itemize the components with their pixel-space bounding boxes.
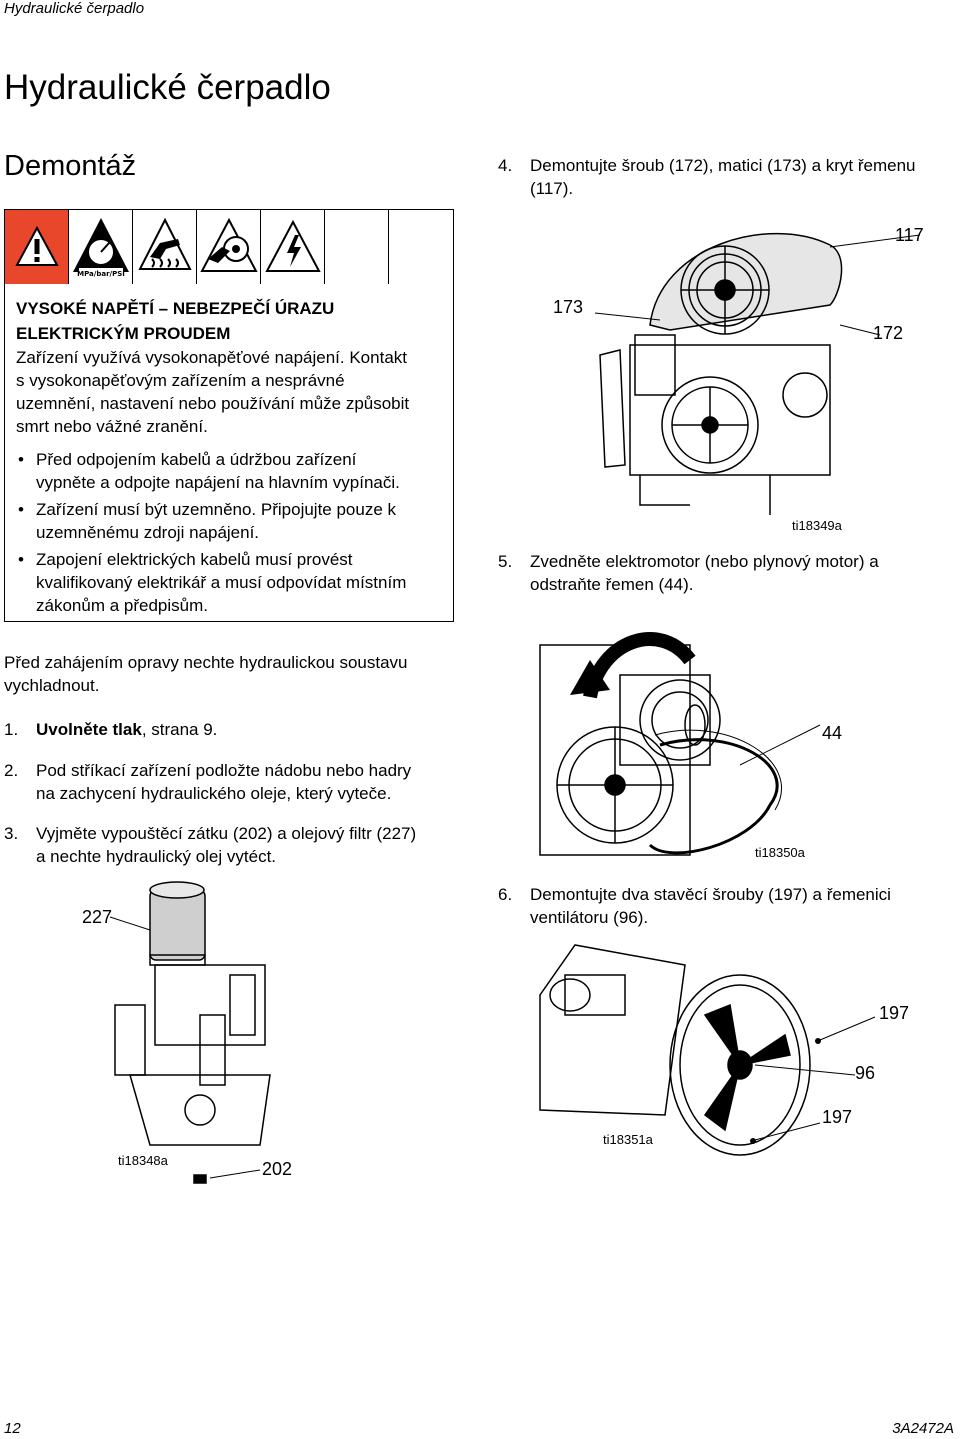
step-5: 5. Zvedněte elektromotor (nebo plynový m…: [498, 552, 879, 594]
section-title: Demontáž: [4, 150, 137, 182]
list-item: • Zařízení musí být uzemněno. Připojujte…: [18, 500, 397, 542]
fan-pulley-illustration: [539, 944, 876, 1156]
figure-id: ti18349a: [792, 518, 842, 533]
callout-44: 44: [822, 723, 843, 743]
step-2: 2. Pod stříkací zařízení podložte nádobu…: [4, 761, 412, 803]
warning-title: VYSOKÉ NAPĚTÍ – NEBEZPEČÍ ÚRAZU ELEKTRIC…: [16, 299, 335, 343]
running-header: Hydraulické čerpadlo: [4, 0, 145, 17]
callout-227: 227: [82, 907, 113, 927]
figure-belt-removal: 44 ti18350a: [530, 605, 950, 865]
callout-202: 202: [262, 1159, 293, 1179]
callout-173: 173: [553, 297, 584, 317]
warning-box: MPa/bar/PSI: [4, 209, 454, 622]
callout-96: 96: [855, 1063, 876, 1083]
page-number: 12: [4, 1420, 21, 1437]
step-3: 3. Vyjměte vypouštěcí zátku (202) a olej…: [4, 824, 417, 866]
figure-oil-filter: 227 202 ti18348a: [70, 875, 310, 1195]
pressure-units-label: MPa/bar/PSI: [77, 270, 125, 278]
callout-117: 117: [895, 225, 924, 245]
list-item: • Před odpojením kabelů a údržbou zaříze…: [18, 450, 400, 492]
oil-filter-illustration: [109, 881, 271, 1184]
figure-id: ti18348a: [118, 1153, 168, 1168]
warning-bullets: • Před odpojením kabelů a údržbou zaříze…: [16, 448, 446, 617]
warning-icon-row: MPa/bar/PSI: [5, 210, 453, 284]
danger-exclamation-icon: [5, 210, 69, 284]
figure-id: ti18351a: [603, 1132, 653, 1147]
warning-icon-empty-cell: [389, 210, 453, 284]
page-title: Hydraulické čerpadlo: [4, 68, 331, 107]
step-4: 4. Demontujte šroub (172), matici (173) …: [498, 156, 916, 198]
intro-paragraph: Před zahájením opravy nechte hydraulicko…: [4, 653, 408, 695]
pressure-gauge-icon: MPa/bar/PSI: [69, 210, 133, 284]
warning-body: VYSOKÉ NAPĚTÍ – NEBEZPEČÍ ÚRAZU ELEKTRIC…: [16, 296, 446, 621]
callout-197-bottom: 197: [822, 1107, 853, 1127]
list-item: • Zapojení elektrických kabelů musí prov…: [18, 550, 407, 615]
step-6: 6. Demontujte dva stavěcí šrouby (197) a…: [498, 885, 891, 927]
release-pressure-link[interactable]: Uvolněte tlak: [36, 720, 142, 739]
callout-172: 172: [873, 323, 904, 343]
rotating-parts-icon: [197, 210, 261, 284]
document-code: 3A2472A: [892, 1420, 954, 1437]
belt-removal-illustration: [539, 632, 821, 856]
figure-id: ti18350a: [755, 845, 805, 860]
hot-surface-hand-icon: [133, 210, 197, 284]
figure-fan-pulley: 197 96 197 ti18351a: [535, 935, 935, 1160]
belt-guard-illustration: [594, 232, 921, 515]
callout-197-top: 197: [879, 1003, 910, 1023]
figure-belt-guard: 117 173 172 ti18349a: [540, 205, 950, 540]
warning-text: Zařízení využívá vysokonapěťové napájení…: [16, 348, 410, 436]
warning-icon-empty-cell: [325, 210, 389, 284]
step-1: 1. Uvolněte tlak, strana 9.: [4, 720, 218, 739]
electric-shock-icon: [261, 210, 325, 284]
